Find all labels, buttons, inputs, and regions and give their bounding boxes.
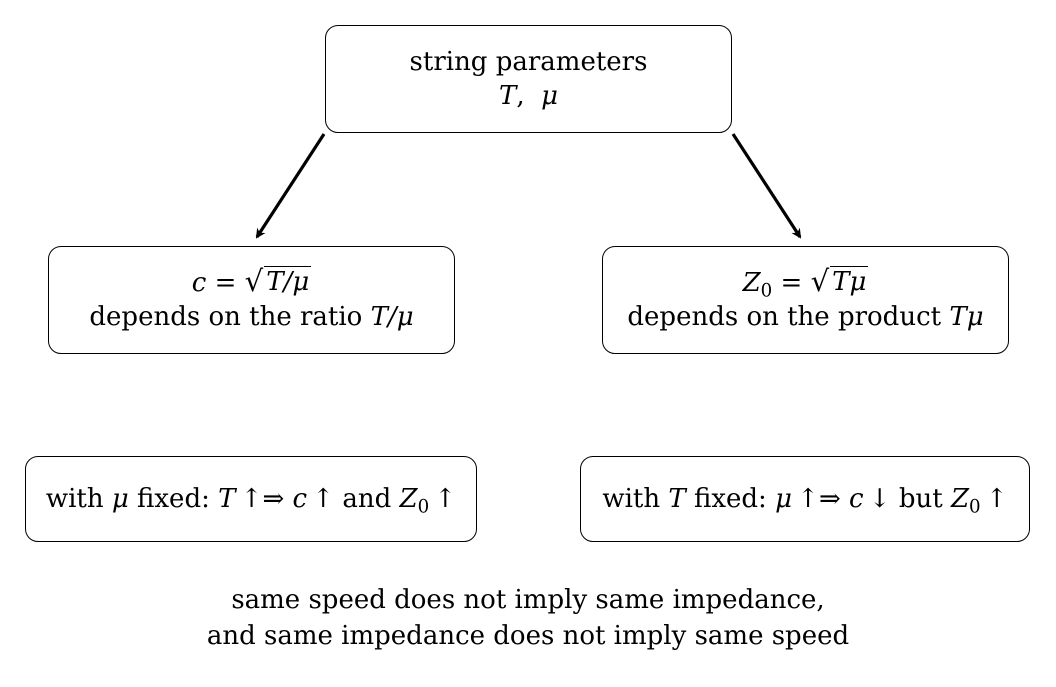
up-arrow-icon: ↑ — [434, 484, 457, 514]
down-arrow-icon: ↓ — [868, 484, 891, 514]
up-arrow-icon: ↑ — [240, 484, 263, 514]
description-expr: T/μ — [370, 302, 414, 332]
statement-effect1: c — [849, 484, 864, 514]
sqrt-expression: √T/μ — [245, 266, 312, 296]
caption-line-2: and same impedance does not imply same s… — [206, 621, 850, 651]
statement-effect1: c — [292, 484, 308, 514]
symbol-tension: T — [498, 81, 517, 111]
node-impedance: Z0 = √Tμ depends on the product Tμ — [602, 246, 1009, 354]
node-symbols: T, μ — [499, 79, 558, 113]
statement-conjunction: but — [898, 484, 943, 514]
up-arrow-icon: ↑ — [797, 484, 819, 514]
statement-prefix: with — [602, 484, 661, 514]
arrow-top-to-right — [731, 133, 802, 239]
node-wave-speed: c = √T/μ depends on the ratio T/μ — [48, 246, 455, 354]
statement-fixed-var: T — [668, 484, 686, 514]
up-arrow-icon: ↑ — [312, 484, 335, 514]
node-description: depends on the product Tμ — [627, 300, 983, 334]
statement-mu-fixed: with μ fixed: T ↑⇒ c ↑ and Z0 ↑ — [46, 482, 456, 516]
statement-effect2-subscript: 0 — [417, 496, 430, 518]
formula-equals: = — [780, 268, 803, 298]
statement-cause: μ — [775, 484, 792, 514]
formula-lhs: c — [191, 268, 207, 298]
implies-icon: ⇒ — [818, 484, 841, 514]
caption-line-1: same speed does not imply same impedance… — [231, 585, 825, 615]
formula-lhs-subscript: 0 — [760, 280, 773, 302]
statement-effect2: Z — [399, 484, 418, 514]
statement-fixed-var: μ — [111, 484, 129, 514]
formula-wave-speed: c = √T/μ — [191, 266, 312, 300]
statement-effect2-subscript: 0 — [969, 496, 981, 518]
node-title: string parameters — [409, 47, 648, 77]
statement-fixed: fixed: — [137, 484, 210, 514]
up-arrow-icon: ↑ — [985, 484, 1008, 514]
arrow-top-to-left — [255, 133, 326, 239]
formula-radicand: T/μ — [264, 266, 312, 298]
node-mu-fixed: with μ fixed: T ↑⇒ c ↑ and Z0 ↑ — [25, 456, 477, 542]
formula-lhs: Z — [742, 268, 761, 298]
symbol-mass-density: μ — [541, 81, 559, 111]
node-t-fixed: with T fixed: μ ↑⇒ c ↓ but Z0 ↑ — [580, 456, 1030, 542]
radical-sign: √ — [244, 264, 264, 298]
description-text: depends on the product — [627, 302, 942, 332]
description-expr: Tμ — [949, 302, 984, 332]
statement-effect2: Z — [950, 484, 970, 514]
node-string-parameters: string parameters T, μ — [325, 25, 732, 133]
implies-icon: ⇒ — [262, 484, 285, 514]
statement-prefix: with — [45, 484, 104, 514]
statement-conjunction: and — [342, 484, 392, 514]
formula-equals: = — [214, 268, 237, 298]
description-text: depends on the ratio — [89, 302, 363, 332]
symbol-separator: , — [516, 81, 525, 111]
sqrt-expression: √Tμ — [811, 266, 869, 296]
statement-cause: T — [218, 484, 236, 514]
radical-sign: √ — [810, 264, 830, 298]
formula-radicand: Tμ — [830, 266, 869, 298]
node-description: depends on the ratio T/μ — [89, 300, 413, 334]
formula-impedance: Z0 = √Tμ — [743, 266, 869, 300]
statement-fixed: fixed: — [694, 484, 767, 514]
caption: same speed does not imply same impedance… — [0, 582, 1056, 654]
statement-t-fixed: with T fixed: μ ↑⇒ c ↓ but Z0 ↑ — [602, 482, 1007, 516]
